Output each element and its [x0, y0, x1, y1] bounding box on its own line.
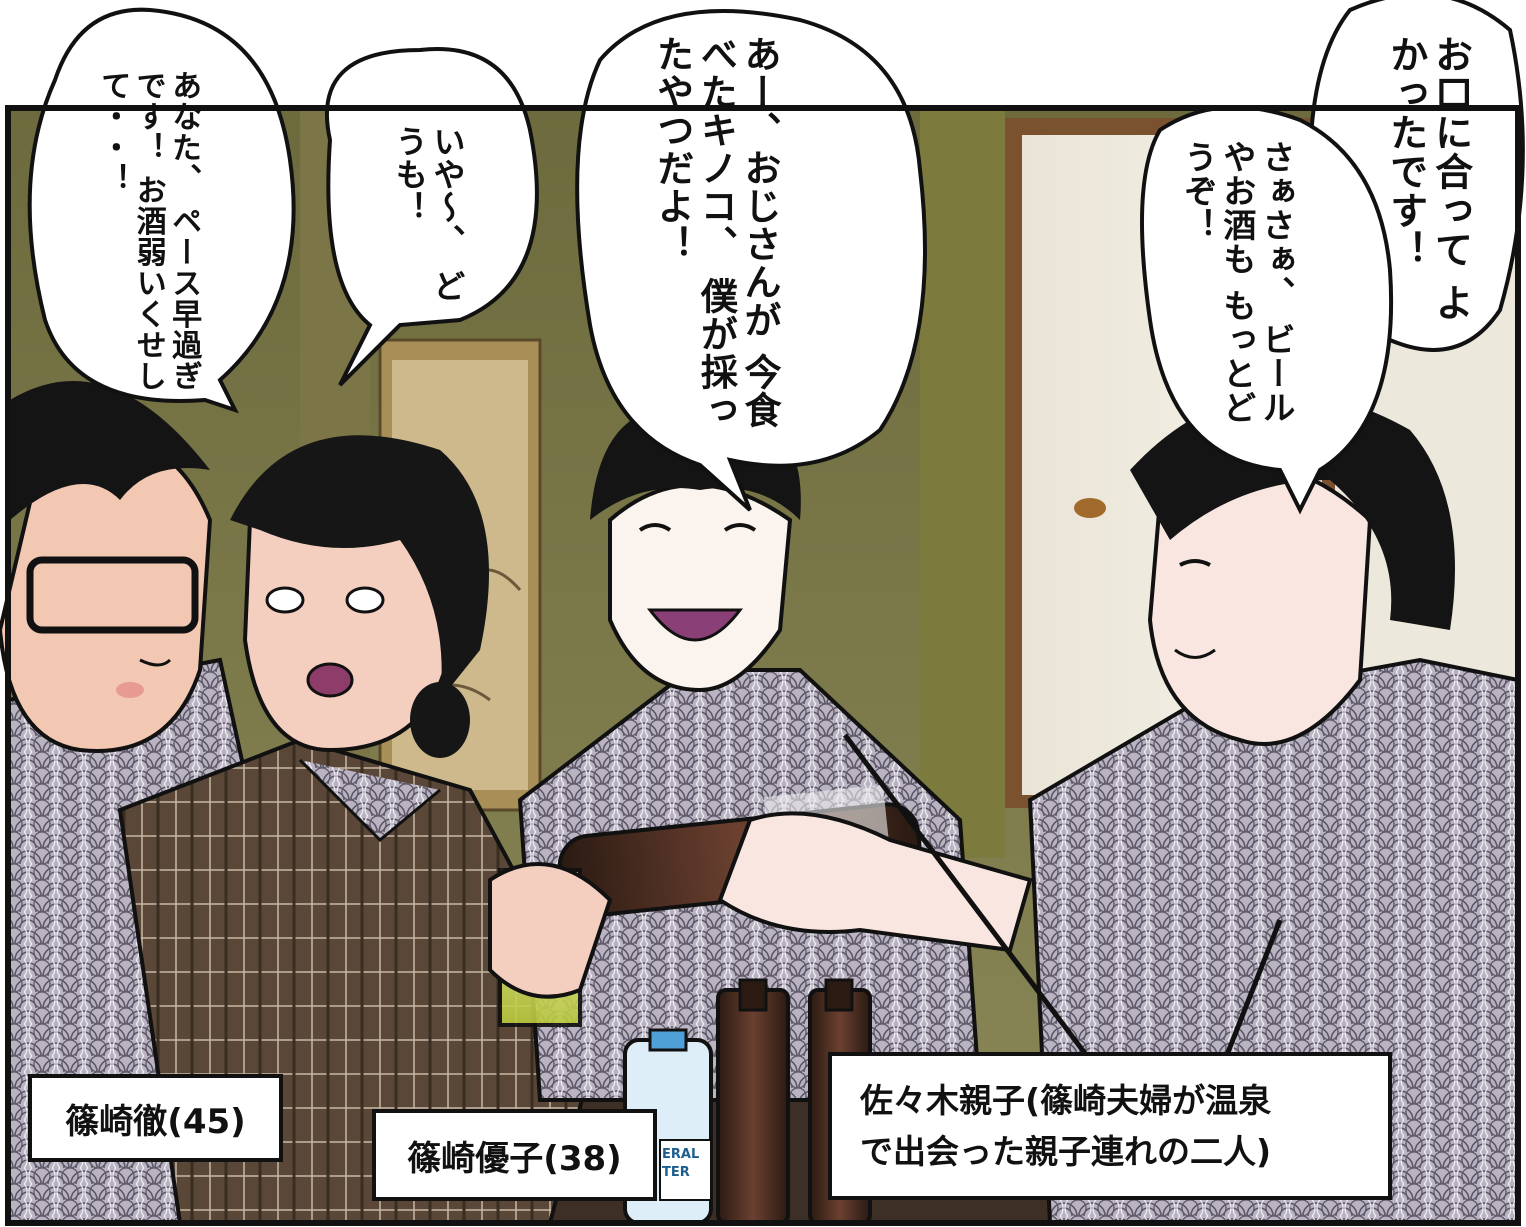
panel-frame	[5, 105, 1521, 1226]
speech-bubbles	[27, 0, 1525, 515]
caption-pointers	[843, 733, 1283, 1062]
bubble-wife-text: あなた、 ペース早過ぎです！ お酒弱いくせして・・！	[95, 70, 201, 400]
water-bottle-label: ERAL TER	[662, 1146, 699, 1181]
bubble-father-offer-line-3: もっとどうぞ！	[1178, 140, 1257, 425]
bubble-father-offer	[1140, 105, 1394, 515]
caption-sasaki: 佐々木親子(篠崎夫婦が温泉 で出会った親子連れの二人)	[828, 1052, 1392, 1200]
bubble-wife-line-2: ペース早過ぎです！	[130, 70, 202, 392]
bubble-father-offer-text: さぁさぁ、 ビールやお酒も もっとどうぞ！	[1178, 140, 1296, 440]
bubble-husband-text: いや〜、 どうも！	[390, 125, 467, 325]
caption-sasaki-line-1: 佐々木親子(篠崎夫婦が温泉	[860, 1080, 1272, 1120]
sake-pouring	[488, 784, 1033, 1027]
caption-wife-text: 篠崎優子(38)	[407, 1138, 622, 1179]
bubble-wife-line-1: あなた、	[166, 70, 202, 194]
bubble-son	[575, 9, 927, 512]
bubble-husband-line-2: どうも！	[390, 125, 467, 303]
bubble-son-text: あー、おじさんが 今食べたキノコ、 僕が採ったやつだよ！	[650, 35, 781, 435]
bubble-son-line-1: あー、おじさんが	[737, 35, 781, 339]
bubble-father-top-text: お口に合って よかったです！	[1383, 35, 1473, 325]
water-bottle-label-line-1: ERAL	[662, 1147, 700, 1162]
caption-husband: 篠崎徹(45)	[28, 1074, 283, 1162]
caption-wife: 篠崎優子(38)	[372, 1109, 657, 1201]
bubble-husband-line-1: いや〜、	[428, 125, 467, 257]
bubble-father-top-line-1: お口に合って	[1428, 35, 1473, 269]
bubble-father-offer-line-2: ビールやお酒も	[1217, 140, 1296, 425]
bubble-son-line-3: 僕が採ったやつだよ！	[650, 35, 738, 429]
bubble-husband	[324, 47, 539, 387]
water-bottle-label-line-2: TER	[662, 1164, 690, 1180]
caption-husband-text: 篠崎徹(45)	[65, 1101, 246, 1142]
bubble-son-line-2: 今食べたキノコ、	[694, 35, 781, 429]
bubble-wife-line-3: お酒弱いくせして・・！	[95, 70, 166, 392]
caption-sasaki-line-2: で出会った親子連れの二人)	[860, 1132, 1272, 1171]
bubble-father-offer-line-1: さぁさぁ、	[1256, 140, 1296, 310]
bubble-father-top-line-2: よかったです！	[1383, 35, 1473, 323]
